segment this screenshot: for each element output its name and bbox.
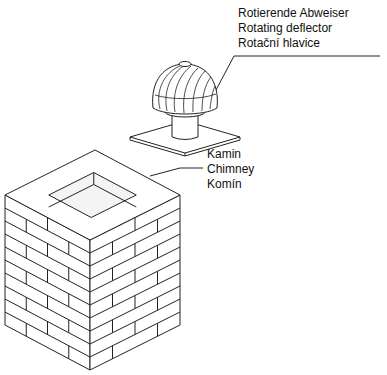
brick-joint: [157, 297, 158, 310]
part-label: Chimney: [207, 162, 254, 176]
brick-joint: [68, 268, 69, 281]
brick-joint: [47, 244, 48, 257]
brick-joint: [157, 271, 158, 284]
brick-joint: [68, 320, 69, 333]
brick-joints: [5, 208, 180, 359]
brick-joint: [135, 296, 136, 309]
brick-joint: [68, 242, 69, 255]
brick-joint: [135, 244, 136, 257]
chimney-top: [5, 150, 180, 240]
brick-joint: [157, 219, 158, 232]
brick-joint: [112, 346, 113, 359]
brick-joint: [68, 346, 69, 359]
part-label: Rotační hlavice: [238, 36, 320, 50]
part-label: Kamin: [207, 147, 241, 161]
brick-joint: [26, 245, 27, 258]
brick-joint: [5, 312, 90, 357]
brick-joint: [90, 312, 180, 357]
part-label: Rotating deflector: [238, 21, 332, 35]
part-label: Komín: [207, 177, 242, 191]
brick-joint: [26, 219, 27, 232]
brick-joint: [157, 323, 158, 336]
part-label: Rotierende Abweiser: [238, 6, 349, 20]
flue-opening: [49, 173, 137, 218]
flue-inner-edge: [93, 173, 94, 185]
turbine-cap: [179, 62, 191, 67]
leader-lines: [150, 56, 380, 176]
brick-joint: [47, 218, 48, 231]
brick-joint: [112, 320, 113, 333]
brick-joint: [47, 270, 48, 283]
brick-joint: [112, 268, 113, 281]
brick-joint: [112, 294, 113, 307]
brick-joint: [47, 322, 48, 335]
brick-joint: [157, 245, 158, 258]
brick-joint: [26, 323, 27, 336]
flue-inner-wall: [49, 185, 137, 208]
brick-joint: [135, 270, 136, 283]
brick-joint: [47, 296, 48, 309]
brick-joint: [112, 242, 113, 255]
deflector-leader: [216, 56, 380, 90]
chimney: [5, 150, 180, 370]
brick-joint: [68, 294, 69, 307]
brick-joint: [26, 271, 27, 284]
turbine-dome: [153, 64, 218, 114]
brick-joint: [135, 218, 136, 231]
chimney-leader: [150, 168, 203, 176]
brick-joint: [26, 297, 27, 310]
turbine-vanes: [155, 65, 216, 113]
brick-joint: [135, 322, 136, 335]
base-plate-corner: [185, 153, 186, 156]
